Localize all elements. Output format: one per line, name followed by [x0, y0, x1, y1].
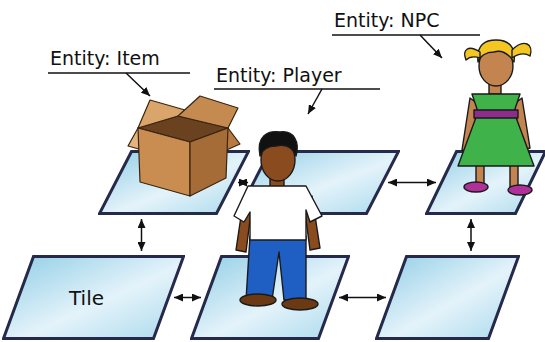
adjacency-arrow: [141, 219, 143, 251]
adjacency-arrow: [292, 219, 294, 251]
tile-shape: [98, 150, 250, 215]
label-underline: [214, 88, 380, 90]
tile-outline: [192, 257, 349, 339]
tile-shape: [375, 255, 520, 340]
leader-line: [420, 35, 442, 58]
tile: [190, 255, 350, 340]
leader-line: [308, 89, 322, 114]
tile-shape: [425, 150, 545, 215]
adjacency-arrow: [174, 297, 201, 299]
adjacency-arrow: [339, 297, 386, 299]
entity-label: Entity: Item: [50, 47, 160, 69]
tile-outline: [427, 152, 545, 214]
tile-label: Tile: [69, 286, 104, 310]
tile: Tile: [2, 255, 185, 340]
entity-label: Entity: NPC: [334, 9, 439, 31]
tile-shape: [236, 150, 400, 215]
leader-line: [126, 73, 150, 96]
adjacency-arrow: [388, 182, 436, 184]
tile: [375, 255, 520, 340]
adjacency-arrow: [238, 182, 248, 184]
tile-outline: [4, 257, 184, 339]
adjacency-arrow: [470, 219, 472, 251]
label-underline: [332, 34, 480, 36]
tile-outline: [100, 152, 249, 214]
tile-outline: [377, 257, 519, 339]
tile-outline: [238, 152, 399, 214]
leader-lines: [48, 35, 480, 114]
label-underline: [48, 72, 190, 74]
entity-label: Entity: Player: [216, 64, 342, 86]
tile: [98, 150, 250, 215]
tile: [425, 150, 545, 215]
tile: [236, 150, 400, 215]
tile-shape: [190, 255, 350, 340]
